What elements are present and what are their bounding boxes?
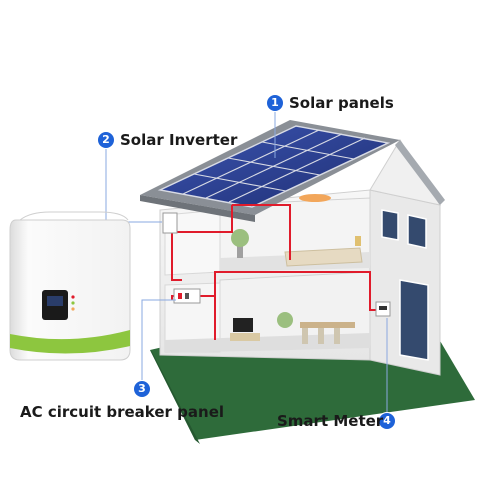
standalone-inverter <box>9 211 131 361</box>
roof-edge <box>140 195 255 222</box>
solar-panel-array <box>157 125 391 208</box>
callout-2-label: Solar Inverter <box>120 131 238 149</box>
lawn-shadow <box>150 350 200 444</box>
plant-lower <box>277 312 293 328</box>
window-upper-2 <box>407 214 427 249</box>
chair3 <box>334 328 340 344</box>
lamp-upper <box>355 236 361 246</box>
chair1 <box>302 328 308 344</box>
plant-upper-leaves <box>231 229 249 247</box>
wall-inverter <box>162 212 178 234</box>
callout-1-label: Solar panels <box>289 94 394 112</box>
tv <box>233 318 253 332</box>
plant-upper <box>237 240 243 258</box>
callout-2-badge: 2 <box>98 132 114 148</box>
tv-stand <box>230 333 260 341</box>
chair2 <box>318 328 324 344</box>
roof-side <box>395 140 445 205</box>
window-upper-1 <box>381 209 399 241</box>
callout-1-badge: 1 <box>267 95 283 111</box>
callout-3-label: AC circuit breaker panel <box>20 403 225 421</box>
callout-4-label: Smart Meter <box>277 412 384 430</box>
door-right <box>399 279 429 361</box>
callout-4-badge: 4 <box>379 413 395 429</box>
bed <box>284 247 363 267</box>
table <box>300 322 355 328</box>
ceiling-light <box>299 194 331 202</box>
callout-3-badge: 3 <box>134 381 150 397</box>
